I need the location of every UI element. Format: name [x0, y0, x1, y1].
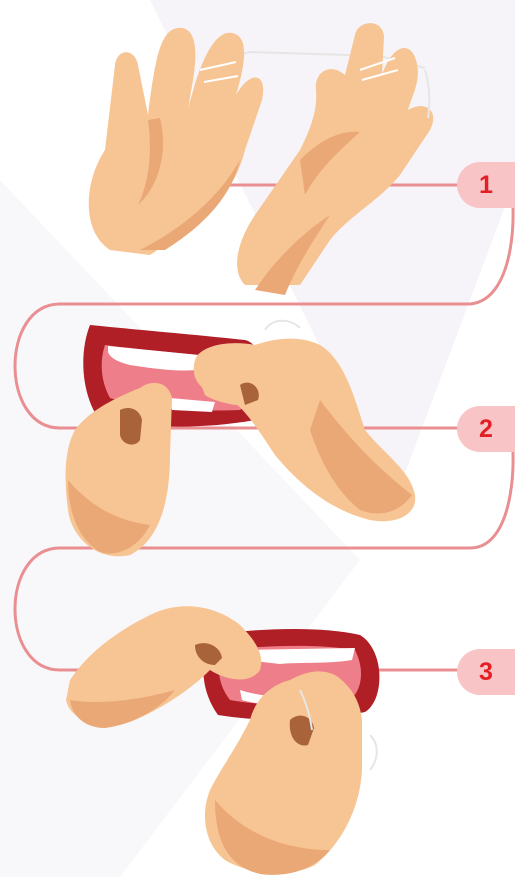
step-1-number: 1 — [479, 173, 493, 198]
step-2-badge: 2 — [457, 406, 515, 452]
step-3-badge: 3 — [457, 649, 515, 695]
left-hand-step-1 — [89, 28, 263, 255]
step-1-badge: 1 — [457, 162, 515, 208]
step-3-number: 3 — [479, 660, 493, 685]
step-2-number: 2 — [479, 417, 493, 442]
